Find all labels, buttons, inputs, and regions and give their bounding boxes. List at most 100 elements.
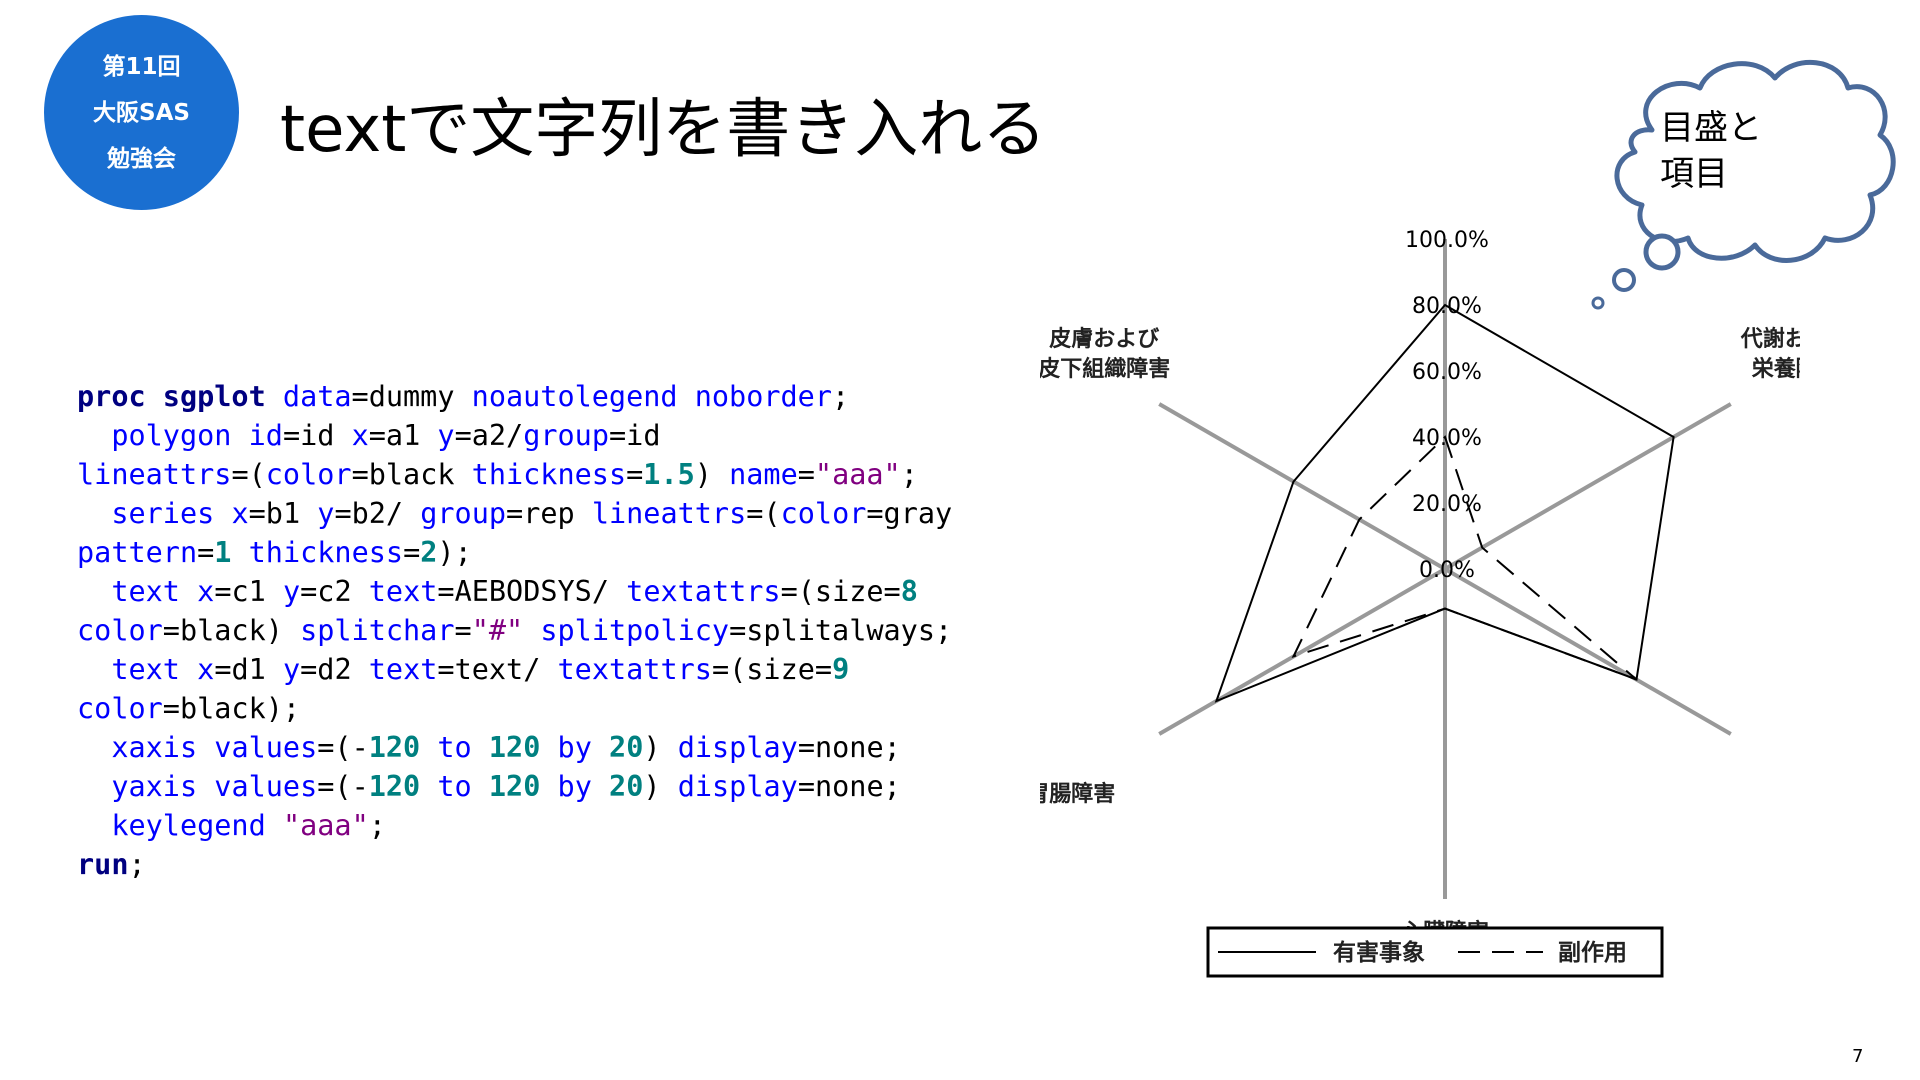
code-token: 8 — [900, 575, 918, 608]
code-token — [180, 653, 197, 686]
radar-series-2 — [1291, 435, 1638, 681]
code-token — [231, 536, 248, 569]
radar-tick-label: 60.0% — [1412, 360, 1482, 385]
code-token: =( — [746, 497, 781, 530]
code-token — [472, 731, 489, 764]
cloud-text: 目盛と 項目 — [1660, 105, 1762, 197]
code-token: name — [729, 458, 798, 491]
code-token: color — [265, 458, 352, 491]
code-line: pattern=1 thickness=2); — [77, 533, 937, 572]
code-token: color — [77, 692, 163, 725]
code-token — [214, 497, 231, 530]
code-token: to — [437, 770, 472, 803]
code-token: =d2 — [300, 653, 369, 686]
code-token: values — [214, 731, 318, 764]
code-token: display — [677, 770, 798, 803]
code-token: 1.5 — [643, 458, 695, 491]
code-token — [77, 575, 111, 608]
code-token — [77, 770, 111, 803]
radar-axis-label-line: 皮膚および — [1049, 326, 1159, 352]
code-token: 1 — [214, 536, 232, 569]
legend-label-1: 有害事象 — [1333, 939, 1425, 966]
code-line: lineattrs=(color=black thickness=1.5) na… — [77, 455, 937, 494]
code-token: 120 — [368, 731, 421, 764]
code-token: y — [437, 419, 455, 452]
code-token: values — [214, 770, 318, 803]
radar-tick-label: 20.0% — [1412, 492, 1482, 517]
code-token: =black) — [162, 614, 301, 647]
code-line: text x=d1 y=d2 text=text/ textattrs=(siz… — [77, 650, 937, 689]
code-token: lineattrs — [591, 497, 747, 530]
code-token: =none; — [797, 731, 901, 764]
code-token: =a2/ — [454, 419, 524, 452]
code-line: series x=b1 y=b2/ group=rep lineattrs=(c… — [77, 494, 952, 533]
badge-line-3: 勉強会 — [107, 145, 176, 172]
radar-axis-label-line: 代謝および — [1740, 326, 1800, 352]
code-token — [420, 731, 437, 764]
code-token — [420, 770, 437, 803]
code-token: =c1 — [214, 575, 283, 608]
code-token: =(- — [317, 770, 369, 803]
code-token: x — [197, 653, 215, 686]
code-token: splitpolicy — [540, 614, 730, 647]
code-token: 120 — [488, 770, 541, 803]
code-token: pattern — [77, 536, 198, 569]
code-token: text — [368, 653, 438, 686]
code-token: =( — [231, 458, 266, 491]
code-token: to — [437, 731, 472, 764]
code-token: =splitalways; — [729, 614, 953, 647]
code-token: by — [557, 731, 592, 764]
code-token: =text/ — [437, 653, 558, 686]
code-token: 120 — [368, 770, 421, 803]
code-token: 20 — [609, 731, 644, 764]
code-token: xaxis — [111, 731, 198, 764]
code-token: lineattrs — [77, 458, 232, 491]
thought-cloud — [1590, 40, 1900, 360]
radar-axis-label: 皮膚および皮下組織障害 — [1040, 326, 1170, 382]
legend-label-2: 副作用 — [1558, 940, 1627, 966]
cloud-bubble-small — [1591, 296, 1605, 310]
code-token — [266, 809, 283, 842]
code-token — [540, 731, 557, 764]
code-token: y — [317, 497, 335, 530]
code-token: ; — [368, 809, 386, 842]
radar-axis-label: 胃腸障害 — [1040, 781, 1115, 807]
code-token: run — [77, 848, 129, 881]
code-token: =black); — [162, 692, 301, 725]
page-number: 7 — [1852, 1046, 1864, 1067]
code-token: =none; — [797, 770, 901, 803]
code-token — [197, 770, 214, 803]
code-token: = — [197, 536, 215, 569]
radar-axis-spoke — [1444, 567, 1732, 736]
code-token — [231, 419, 248, 452]
code-line: xaxis values=(-120 to 120 by 20) display… — [77, 728, 937, 767]
code-token: color — [77, 614, 163, 647]
code-token: by — [557, 770, 592, 803]
cloud-bubble-medium — [1612, 268, 1636, 292]
code-token — [180, 575, 197, 608]
code-token: text — [111, 575, 180, 608]
code-token: ; — [128, 848, 146, 881]
cloud-body — [1614, 59, 1896, 263]
radar-chart-svg: 0.0%20.0%40.0%60.0%80.0%100.0%感染症および寄生虫症… — [1040, 228, 1800, 978]
code-token: color — [780, 497, 867, 530]
code-token: =id — [609, 419, 661, 452]
code-token: "aaa" — [814, 458, 901, 491]
radar-tick-label: 40.0% — [1412, 426, 1482, 451]
cloud-bubble-large — [1643, 233, 1681, 271]
badge-line-2: 大阪SAS — [93, 99, 190, 126]
session-badge: 第11回 大阪SAS 勉強会 — [44, 15, 239, 210]
code-token — [540, 770, 557, 803]
code-token: thickness — [471, 458, 627, 491]
code-line: run; — [77, 845, 937, 884]
code-token: noautolegend — [471, 380, 678, 413]
code-token: keylegend — [111, 809, 266, 842]
code-token — [77, 497, 111, 530]
code-token: ); — [437, 536, 472, 569]
code-token: =black — [351, 458, 472, 491]
code-token: textattrs — [557, 653, 712, 686]
code-token: text — [368, 575, 438, 608]
code-token: = — [454, 614, 472, 647]
sas-code-block: proc sgplot data=dummy noautolegend nobo… — [77, 377, 952, 884]
code-token: data — [265, 380, 352, 413]
